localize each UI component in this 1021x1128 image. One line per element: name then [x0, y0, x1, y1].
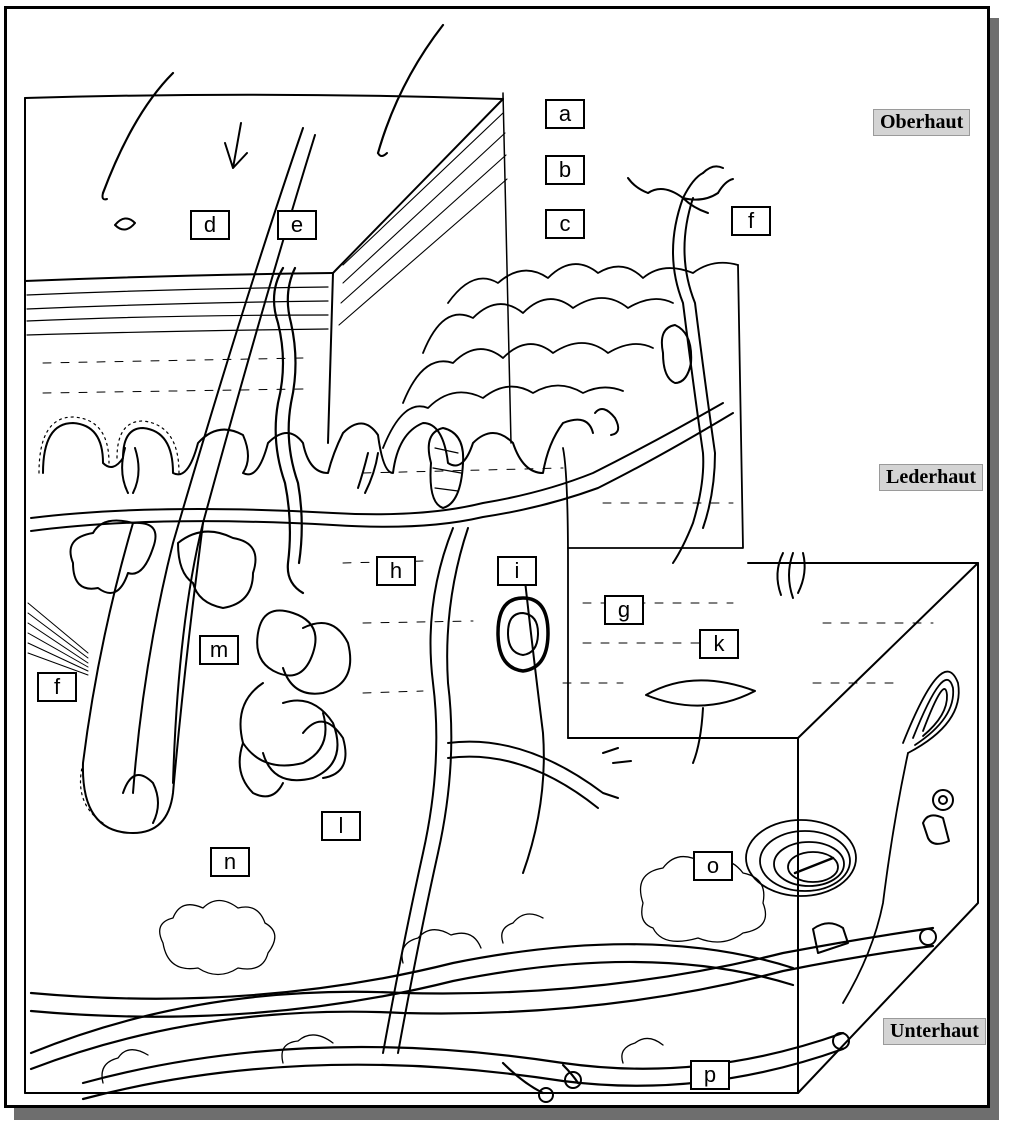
layer-label-oberhaut: Oberhaut: [873, 109, 970, 136]
dermis-texture: [43, 358, 933, 693]
label-b: b: [545, 155, 585, 185]
label-n: n: [210, 847, 250, 877]
epidermis-top-surface: [25, 95, 503, 99]
label-p: p: [690, 1060, 730, 1090]
label-f-top: f: [731, 206, 771, 236]
dermal-plexus: [31, 403, 733, 1053]
label-o: o: [693, 851, 733, 881]
arrector-pili-muscle: [28, 603, 88, 675]
nerve-fiber-f: [673, 198, 703, 563]
sebaceous-gland: [71, 521, 156, 593]
label-a: a: [545, 99, 585, 129]
hair-shaft-large: [103, 73, 173, 193]
label-g: g: [604, 595, 644, 625]
label-c: c: [545, 209, 585, 239]
epidermis-front-edge: [333, 99, 503, 273]
receptor-capsule-i: [498, 598, 548, 671]
hair-follicle: [83, 523, 203, 833]
label-e: e: [277, 210, 317, 240]
lamellar-corpuscle-upper: [843, 672, 959, 1003]
hair-shaft-right: [378, 25, 443, 153]
nerve-ending-k: [646, 680, 755, 705]
layer-label-lederhaut: Lederhaut: [879, 464, 983, 491]
pacinian-corpuscle: [746, 820, 856, 896]
label-h: h: [376, 556, 416, 586]
layer-label-unterhaut: Unterhaut: [883, 1018, 986, 1045]
label-d: d: [190, 210, 230, 240]
sweat-gland-coil: [240, 611, 351, 797]
label-l: l: [321, 811, 361, 841]
diagram-frame: a b c d e f h i g m k f l n o p Oberhaut…: [4, 6, 990, 1108]
label-m: m: [199, 635, 239, 665]
label-k: k: [699, 629, 739, 659]
label-i: i: [497, 556, 537, 586]
label-f-left: f: [37, 672, 77, 702]
